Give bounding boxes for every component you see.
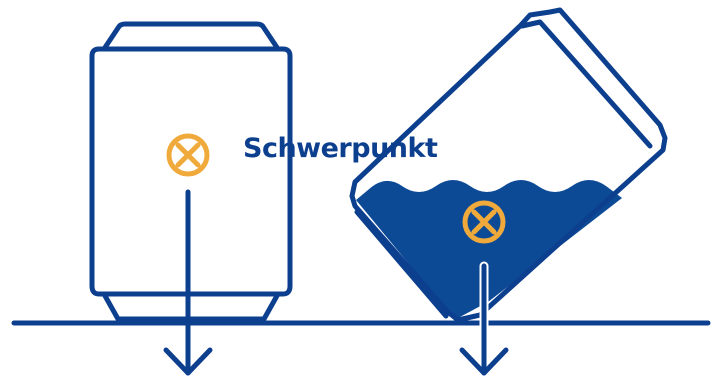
center-of-gravity-icon [465,203,503,241]
center-of-gravity-icon [169,136,207,174]
upright-can-lid [104,24,278,49]
upright-can-base [104,294,278,319]
tilted-can [352,10,665,320]
center-of-gravity-label: Schwerpunkt [243,133,438,164]
